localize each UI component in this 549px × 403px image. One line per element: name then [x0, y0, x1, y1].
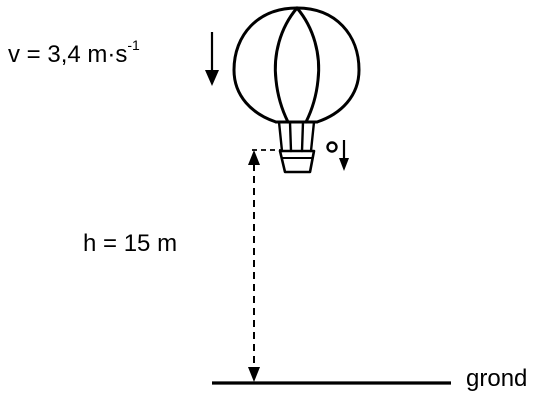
balloon-gore-right: [295, 6, 321, 124]
rope-right: [309, 120, 316, 153]
falling-object-icon: [326, 140, 349, 171]
height-label: h = 15 m: [83, 230, 178, 257]
velocity-text: v = 3,4 m·s: [8, 41, 128, 68]
ground-label: grond: [466, 365, 528, 392]
velocity-arrow-icon: [205, 32, 219, 86]
balloon-envelope: [232, 6, 361, 124]
rope-left: [277, 120, 284, 153]
hot-air-balloon-icon: [232, 6, 361, 174]
velocity-label: v = 3,4 m·s-1: [8, 38, 140, 68]
balloon-basket: [278, 149, 316, 174]
balloon-gore-left: [273, 6, 299, 124]
rope-mid-right: [300, 120, 305, 153]
dashed-height-arrow-icon: [248, 150, 260, 382]
rope-mid-left: [288, 120, 293, 153]
velocity-exponent: -1: [127, 37, 140, 53]
